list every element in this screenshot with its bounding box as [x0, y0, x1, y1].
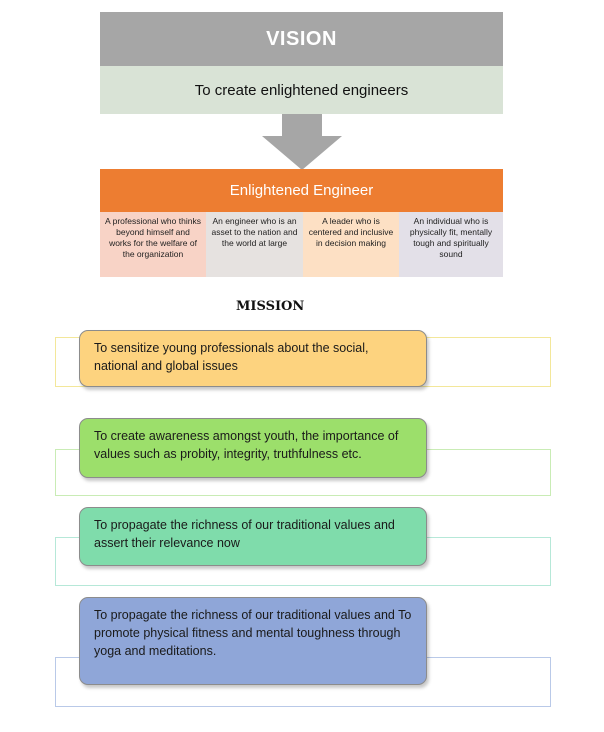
- vision-statement: To create enlightened engineers: [100, 66, 503, 114]
- mission-item-1: To sensitize young professionals about t…: [79, 330, 427, 387]
- trait-professional: A professional who thinks beyond himself…: [100, 212, 206, 277]
- trait-individual: An individual who is physically fit, men…: [399, 212, 503, 277]
- down-arrow-icon: [262, 114, 342, 170]
- mission-heading: MISSION: [236, 299, 305, 314]
- mission-item-2: To create awareness amongst youth, the i…: [79, 418, 427, 478]
- trait-engineer: An engineer who is an asset to the natio…: [206, 212, 303, 277]
- mission-item-3: To propagate the richness of our traditi…: [79, 507, 427, 566]
- trait-leader: A leader who is centered and inclusive i…: [303, 212, 399, 277]
- vision-heading: VISION: [100, 12, 503, 66]
- mission-item-4: To propagate the richness of our traditi…: [79, 597, 427, 685]
- enlightened-engineer-traits: A professional who thinks beyond himself…: [100, 212, 503, 277]
- enlightened-engineer-title: Enlightened Engineer: [100, 169, 503, 212]
